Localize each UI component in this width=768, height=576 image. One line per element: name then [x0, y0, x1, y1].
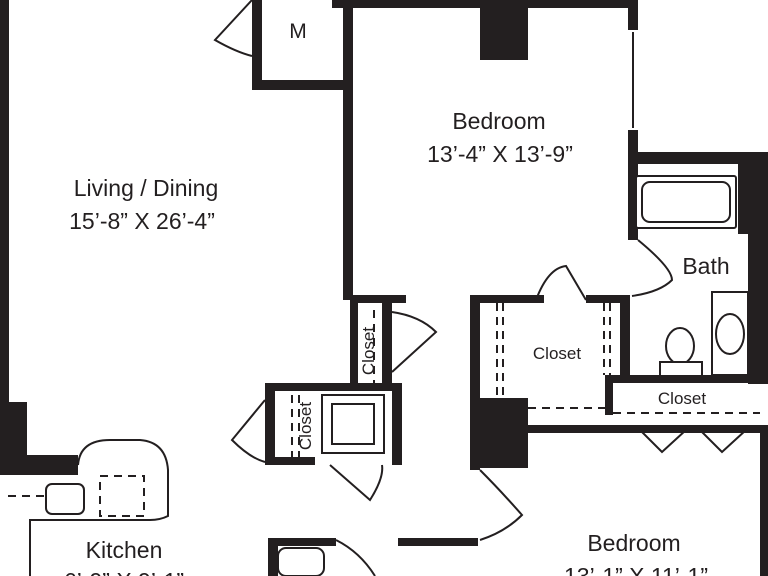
- room-dims-bedroom-1: 13’-4” X 13’-9”: [427, 141, 573, 167]
- windows: [374, 4, 766, 576]
- room-dims-bedroom-2: 13’-1” X 11’-1”: [564, 563, 708, 576]
- room-name-bedroom-2: Bedroom: [587, 530, 680, 556]
- label-m: M: [289, 20, 307, 43]
- label-closet-entry: Closet: [296, 402, 315, 450]
- label-closet-bath: Closet: [658, 389, 706, 408]
- appliance-icon: [277, 547, 325, 576]
- room-dims-kitchen: 6’-9” X 9’-1”: [64, 568, 184, 576]
- room-dims-living: 15’-8” X 26’-4”: [69, 208, 215, 234]
- stove-icon: [45, 483, 85, 515]
- doors: [213, 0, 747, 576]
- room-name-living: Living / Dining: [74, 175, 218, 201]
- fixtures: [8, 175, 760, 576]
- label-closet-center: Closet: [533, 344, 581, 363]
- label-closet-hall: Closet: [359, 327, 378, 375]
- room-name-bath: Bath: [682, 253, 729, 279]
- room-name-bedroom-1: Bedroom: [452, 108, 545, 134]
- toilet-icon: [659, 327, 703, 377]
- room-name-kitchen: Kitchen: [86, 537, 163, 563]
- kitchen-counter: [29, 439, 169, 576]
